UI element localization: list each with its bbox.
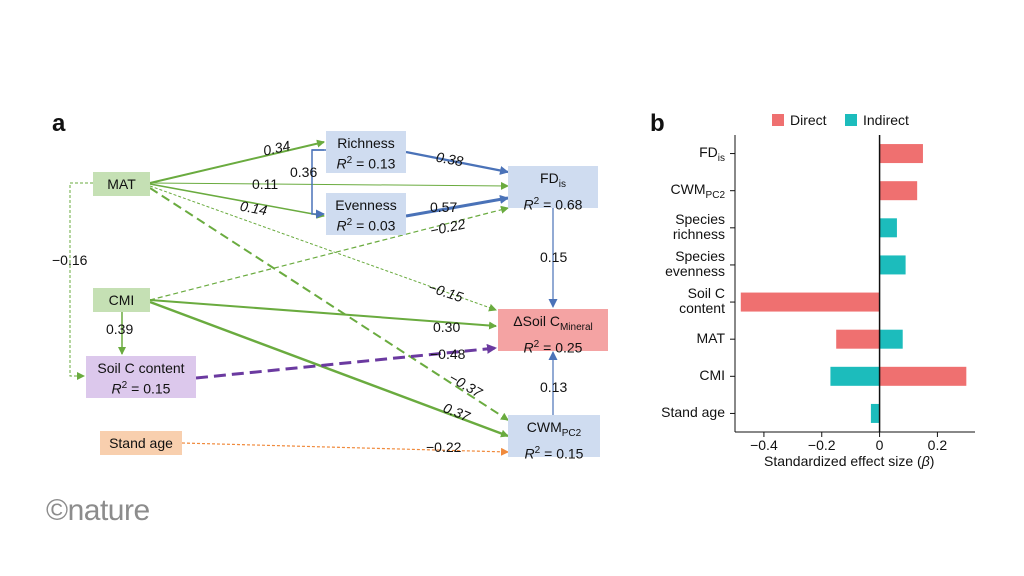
delta-soil-c-label: ΔSoil CMineral bbox=[513, 313, 593, 333]
soil-c-label: Soil C content bbox=[97, 360, 185, 376]
edge-label-fdis-delta: 0.15 bbox=[540, 249, 568, 265]
bar-direct-4 bbox=[740, 292, 880, 312]
edge-cmi-delta bbox=[149, 299, 497, 330]
panel-b-letter: b bbox=[650, 110, 665, 137]
edge-evenness-fdis bbox=[405, 194, 509, 218]
edge-cmi-fdis bbox=[149, 205, 509, 301]
node-cmi: CMI bbox=[93, 288, 150, 312]
soil-c-r2: R2 = 0.15 bbox=[111, 380, 171, 397]
legend-direct-label: Direct bbox=[790, 112, 827, 128]
y-tick-label-6: CMI bbox=[699, 366, 725, 383]
legend-indirect: Indirect bbox=[845, 112, 909, 128]
bar-direct-0 bbox=[879, 144, 923, 164]
edge-mat-evenness bbox=[149, 183, 325, 219]
node-soil-c-content: Soil C content R2 = 0.15 bbox=[86, 356, 196, 398]
delta-soil-c-r2: R2 = 0.25 bbox=[523, 338, 583, 356]
edge-richness-fdis bbox=[405, 150, 509, 175]
bar-indirect-6 bbox=[830, 366, 880, 386]
fdis-r2: R2 = 0.68 bbox=[523, 195, 583, 213]
y-tick-label-1: CWMPC2 bbox=[670, 181, 725, 201]
y-tick-label-7: Stand age bbox=[661, 403, 725, 420]
edge-label-cwm-delta: 0.13 bbox=[540, 379, 568, 395]
bar-indirect-7 bbox=[870, 403, 880, 423]
edge-mat-delta bbox=[149, 185, 497, 312]
cwm-label: CWMPC2 bbox=[526, 419, 582, 439]
node-richness: Richness R2 = 0.13 bbox=[326, 131, 406, 173]
edge-mat-soilc bbox=[69, 182, 93, 380]
x-tick-label-1: −0.2 bbox=[807, 437, 836, 453]
node-fdis: FDis R2 = 0.68 bbox=[508, 166, 598, 212]
legend-direct: Direct bbox=[772, 112, 827, 128]
x-tick-label-0: −0.4 bbox=[750, 437, 778, 453]
edge-label-standage-cwm: −0.22 bbox=[426, 439, 462, 455]
bar-direct-1 bbox=[879, 181, 918, 201]
legend-indirect-swatch bbox=[845, 114, 857, 126]
edge-soilc-delta bbox=[195, 343, 497, 380]
node-evenness: Evenness R2 = 0.03 bbox=[326, 193, 406, 235]
edge-mat-richness bbox=[149, 139, 325, 184]
edge-label-soilc-delta: −0.48 bbox=[430, 346, 466, 362]
richness-r2: R2 = 0.13 bbox=[336, 155, 396, 172]
edge-mat-cwm bbox=[149, 187, 509, 421]
fdis-label: FDis bbox=[540, 170, 566, 190]
x-axis-label: Standardized effect size (β) bbox=[764, 453, 935, 469]
bar-direct-5 bbox=[836, 329, 880, 349]
edge-label-richness-evenness: 0.36 bbox=[290, 164, 318, 180]
node-stand-age: Stand age bbox=[100, 431, 182, 455]
edge-label-cmi-soilc: 0.39 bbox=[106, 321, 134, 337]
evenness-r2: R2 = 0.03 bbox=[336, 217, 396, 234]
edge-label-evenness-fdis: 0.57 bbox=[430, 199, 458, 215]
edge-label-mat-fdis: 0.11 bbox=[252, 176, 279, 192]
node-cwm-pc2: CWMPC2 R2 = 0.15 bbox=[508, 415, 600, 461]
legend-indirect-label: Indirect bbox=[863, 112, 909, 128]
edge-mat-fdis bbox=[149, 181, 509, 190]
y-tick-label-5: MAT bbox=[696, 329, 725, 346]
panel-a-letter: a bbox=[52, 110, 66, 137]
x-tick-label-3: 0.2 bbox=[927, 437, 948, 453]
x-tick-label-2: 0 bbox=[875, 437, 884, 453]
bar-direct-6 bbox=[879, 366, 967, 386]
node-mat: MAT bbox=[93, 172, 150, 196]
bar-indirect-2 bbox=[879, 218, 897, 238]
y-tick-label-0: FDis bbox=[699, 144, 725, 164]
evenness-label: Evenness bbox=[335, 197, 397, 213]
edge-cmi-cwm bbox=[149, 300, 509, 438]
bar-indirect-3 bbox=[879, 255, 906, 275]
edge-label-mat-cmi: −0.16 bbox=[52, 252, 88, 268]
edge-label-cmi-delta: 0.30 bbox=[433, 319, 461, 335]
richness-label: Richness bbox=[337, 135, 395, 151]
bar-indirect-5 bbox=[879, 329, 903, 349]
node-delta-soil-c-mineral: ΔSoil CMineral R2 = 0.25 bbox=[498, 309, 608, 355]
edge-standage-cwm bbox=[181, 442, 509, 456]
cwm-r2: R2 = 0.15 bbox=[524, 444, 584, 462]
legend-direct-swatch bbox=[772, 114, 784, 126]
nature-watermark: ©nature bbox=[46, 494, 150, 527]
